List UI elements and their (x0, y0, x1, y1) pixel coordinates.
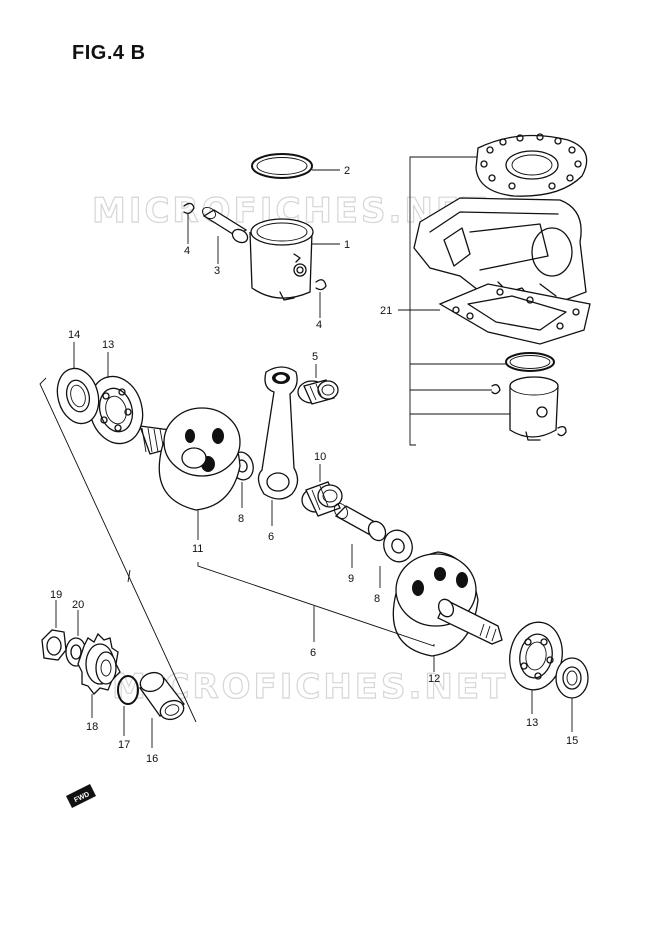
callout-2: 2 (344, 165, 350, 177)
callout-3: 3 (214, 265, 220, 277)
figure-title: FIG.4 B (72, 42, 146, 64)
crank-pin (333, 503, 387, 568)
fwd-arrow-icon: FWD (66, 784, 96, 808)
piston-pin (201, 206, 249, 264)
piston (249, 218, 340, 301)
crank-half-right (392, 551, 503, 672)
callout-16: 16 (146, 753, 158, 765)
piston-pin-clip-left (183, 202, 195, 244)
callout-1: 1 (344, 239, 350, 251)
callout-13-left: 13 (102, 339, 114, 351)
oil-seal-right (555, 657, 589, 732)
callout-9: 9 (348, 573, 354, 585)
crankshaft-assembly-bracket (197, 562, 435, 647)
spacer-collar (138, 671, 185, 748)
callout-4-right: 4 (316, 319, 322, 331)
small-end-bearing (297, 364, 339, 405)
piston-ring (251, 153, 340, 179)
callout-8-left: 8 (238, 513, 244, 525)
callout-20: 20 (72, 599, 84, 611)
kit-piston (509, 376, 559, 441)
circlip-small (117, 675, 139, 736)
primary-gear-bracket (39, 377, 197, 723)
kit-piston-ring (505, 352, 555, 372)
head-gasket-plate (475, 133, 588, 197)
callout-15: 15 (566, 735, 578, 747)
callout-5: 5 (312, 351, 318, 363)
callout-14: 14 (68, 329, 80, 341)
callout-21: 21 (380, 305, 392, 317)
callout-12: 12 (428, 673, 440, 685)
big-end-bearing (301, 464, 343, 517)
crank-half-left (139, 407, 241, 540)
crank-bearing-left (88, 352, 144, 445)
crank-bearing-right (509, 621, 563, 714)
piston-pin-clip-right (315, 279, 327, 318)
callout-17: 17 (118, 739, 130, 751)
callout-13-right: 13 (526, 717, 538, 729)
callout-8-right: 8 (374, 593, 380, 605)
callout-4-left: 4 (184, 245, 190, 257)
callout-19: 19 (50, 589, 62, 601)
nut (41, 600, 67, 661)
kit-circlip-2 (557, 426, 567, 437)
callout-6: 6 (310, 647, 316, 659)
callout-11: 11 (192, 543, 203, 555)
callout-10: 10 (314, 451, 326, 463)
connecting-rod (257, 366, 299, 526)
base-gasket (438, 283, 591, 345)
oil-seal-left (56, 342, 100, 425)
callout-18: 18 (86, 721, 98, 733)
callout-7: 6 (268, 531, 274, 543)
primary-drive-gear (77, 632, 121, 718)
kit-circlip (491, 384, 501, 395)
kit-bracket (409, 156, 512, 446)
thrust-washer-right (379, 529, 413, 588)
